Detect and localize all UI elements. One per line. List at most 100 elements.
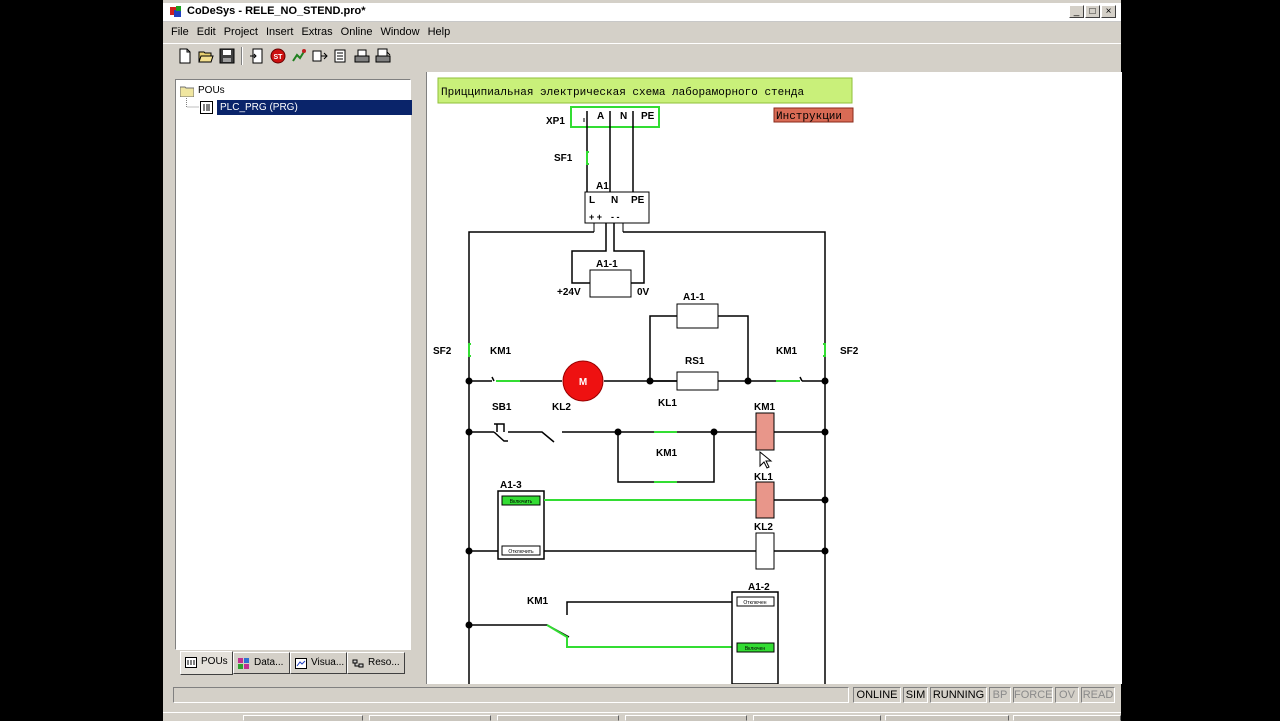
menu-extras[interactable]: Extras	[301, 26, 333, 38]
tab-pous[interactable]: POUs	[180, 651, 233, 675]
sf2-right-label: SF2	[840, 346, 859, 357]
kl2-coil-label: KL2	[754, 522, 773, 533]
folder-icon	[180, 86, 194, 97]
kl2-contact-label: KL2	[552, 402, 571, 413]
a11-resistor-label: A1-1	[683, 292, 705, 303]
kl1-coil	[755, 481, 775, 519]
xp1-n-label: N	[620, 111, 627, 122]
taskbar-button[interactable]	[243, 715, 363, 721]
cycle-icon	[334, 49, 346, 63]
login-button[interactable]	[247, 46, 267, 66]
toolbar: ST	[163, 43, 1121, 70]
km1-hold-label: KM1	[656, 448, 678, 459]
panel-splitter[interactable]	[415, 72, 421, 684]
open-icon	[198, 51, 214, 63]
status-message	[173, 687, 849, 703]
sb1-label: SB1	[492, 402, 512, 413]
left-rail	[468, 231, 594, 684]
status-force: FORCE	[1013, 687, 1053, 703]
kl2-coil	[755, 532, 775, 570]
a1-pe-label: PE	[631, 195, 645, 206]
sb1-button	[493, 423, 508, 442]
xp1-pe-label: PE	[641, 111, 655, 122]
menu-file[interactable]: File	[171, 26, 189, 38]
save-button[interactable]	[217, 46, 237, 66]
stop-button[interactable]: ST	[268, 46, 288, 66]
a13-on-button[interactable]	[501, 495, 541, 506]
taskbar-button[interactable]	[497, 715, 619, 721]
new-button[interactable]	[175, 46, 195, 66]
a13-off-label: Отключить	[508, 549, 534, 555]
mouse-cursor	[759, 450, 773, 469]
schematic-title-bar	[437, 77, 853, 104]
window-title: CoDeSys - RELE_NO_STEND.pro*	[187, 5, 366, 17]
a12-label: A1-2	[748, 582, 770, 593]
tab-data-types-label: Data...	[254, 657, 284, 668]
menu-project[interactable]: Project	[223, 26, 258, 38]
a12-on-indicator	[736, 642, 775, 653]
force-values-icon	[375, 48, 391, 63]
close-button[interactable]: ×	[1101, 5, 1116, 18]
instructions-button[interactable]	[773, 107, 854, 123]
xp1-connector	[570, 106, 660, 128]
taskbar-button[interactable]	[369, 715, 491, 721]
instructions-button-label: Инструкции	[776, 111, 842, 123]
taskbar-button[interactable]	[1013, 715, 1121, 721]
taskbar-button[interactable]	[885, 715, 1009, 721]
tree-item-label: PLC_PRG (PRG)	[217, 100, 412, 115]
pous-tab-icon	[185, 657, 197, 668]
xp1-a-label: A	[597, 111, 604, 122]
a1-power-supply	[584, 191, 650, 224]
step-button[interactable]	[310, 46, 330, 66]
codesys-window: CoDeSys - RELE_NO_STEND.pro* _ □ × File E…	[163, 0, 1122, 712]
visualization-tab-icon	[295, 658, 307, 669]
status-bp: BP	[989, 687, 1011, 703]
codesys-app-icon	[170, 6, 181, 17]
a13-on-label: Включить	[510, 499, 533, 505]
taskbar-button[interactable]	[625, 715, 747, 721]
menu-help[interactable]: Help	[427, 26, 451, 38]
stop-icon: ST	[270, 48, 286, 64]
maximize-button[interactable]: □	[1085, 5, 1100, 18]
cycle-button[interactable]	[331, 46, 351, 66]
open-button[interactable]	[196, 46, 216, 66]
svg-text:ST: ST	[274, 54, 284, 61]
a11-resistor	[676, 303, 719, 329]
a12-off-label: Отключен	[743, 600, 766, 606]
motor-label: M	[579, 377, 587, 388]
a13-off-button[interactable]	[501, 545, 541, 556]
toolbar-separator	[241, 47, 243, 65]
visualization-editor: Прицципиальная электрическая схема лабор…	[426, 72, 1122, 684]
plus24-label: +24V	[557, 287, 581, 298]
force-values-button[interactable]	[373, 46, 393, 66]
motor-m	[562, 360, 604, 402]
tab-visualizations[interactable]: Visua...	[290, 652, 347, 674]
km1-coil-label: KM1	[754, 402, 776, 413]
taskbar-button[interactable]	[753, 715, 881, 721]
right-rail	[623, 231, 826, 684]
tree-root-label: POUs	[198, 85, 225, 96]
taskbar	[163, 712, 1121, 721]
menu-online[interactable]: Online	[340, 26, 373, 38]
write-values-button[interactable]	[352, 46, 372, 66]
a12-panel	[731, 591, 779, 684]
kl1-contact-label: KL1	[658, 398, 677, 409]
new-icon	[179, 48, 191, 64]
a1-minus-label: - -	[611, 212, 620, 222]
kl2-contact	[508, 431, 756, 443]
run-button[interactable]	[289, 46, 309, 66]
menu-insert[interactable]: Insert	[265, 26, 294, 38]
menu-window[interactable]: Window	[380, 26, 420, 38]
tab-pous-label: POUs	[201, 656, 228, 667]
rs1-label: RS1	[685, 356, 705, 367]
tab-resources[interactable]: Reso...	[347, 652, 405, 674]
tab-data-types[interactable]: Data...	[233, 652, 290, 674]
minimize-button[interactable]: _	[1069, 5, 1084, 18]
sf2-left-breaker	[468, 343, 471, 357]
resources-tab-icon	[352, 659, 364, 668]
menu-edit[interactable]: Edit	[196, 26, 216, 38]
a1-n-label: N	[611, 195, 618, 206]
title-bar: CoDeSys - RELE_NO_STEND.pro* _ □ ×	[163, 3, 1121, 22]
status-bar: ONLINE SIM RUNNING BP FORCE OV READ	[163, 685, 1121, 705]
km1-left-label: KM1	[490, 346, 512, 357]
